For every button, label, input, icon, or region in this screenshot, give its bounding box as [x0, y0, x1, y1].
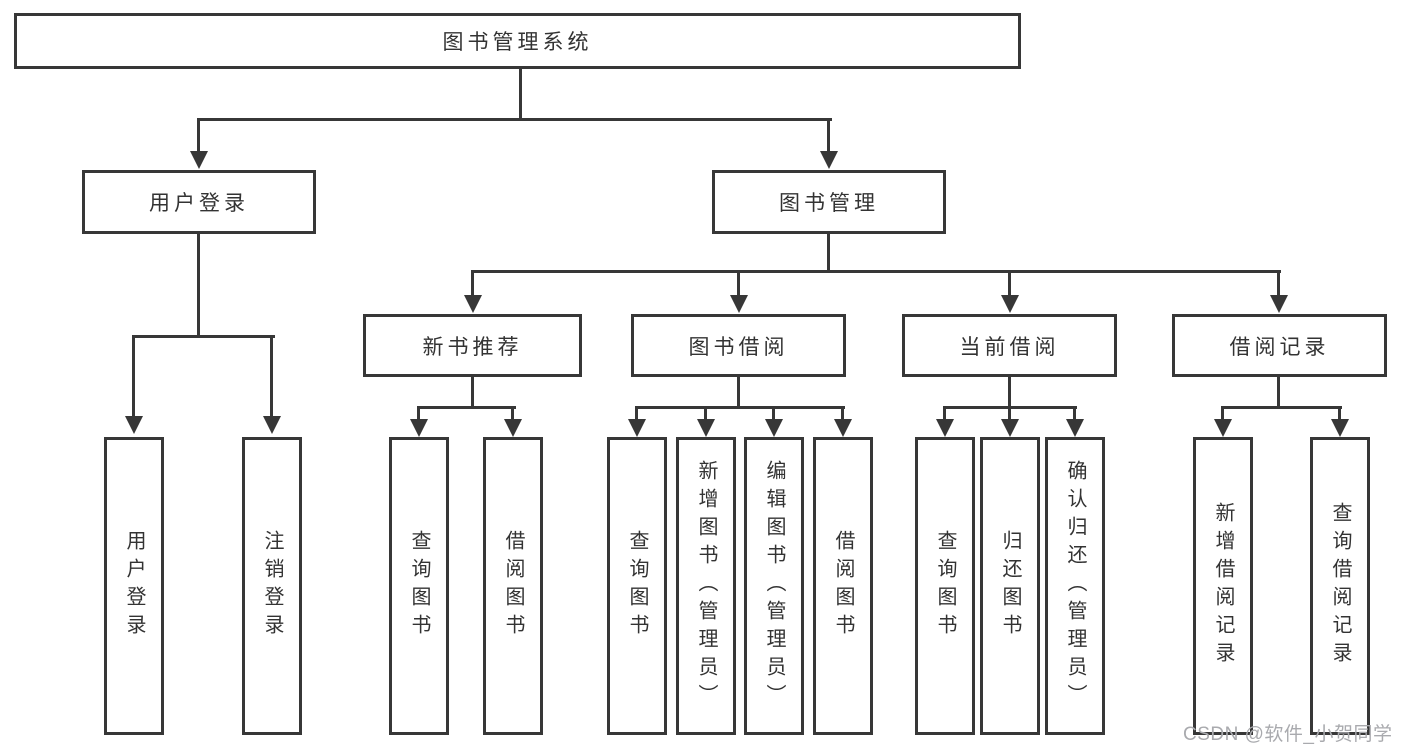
connector-line [197, 118, 200, 155]
connector-line [1073, 406, 1076, 422]
connector-line [841, 406, 844, 422]
arrowhead-icon [697, 419, 715, 437]
leaf-label: 查询图书 [626, 530, 648, 642]
leaf-label: 注销登录 [261, 530, 283, 642]
arrowhead-icon [628, 419, 646, 437]
connector-line [132, 335, 275, 338]
node-library-management-system: 图书管理系统 [14, 13, 1021, 69]
connector-line [1008, 377, 1011, 409]
connector-line [1221, 406, 1342, 409]
leaf-label: 查询图书 [408, 530, 430, 642]
connector-line [1338, 406, 1341, 422]
node-label: 新书推荐 [422, 335, 523, 359]
leaf-edit-book-admin: 编辑图书（管理员） [744, 437, 804, 735]
connector-line [1277, 270, 1280, 297]
leaf-user-login: 用户登录 [104, 437, 164, 735]
leaf-label: 新增借阅记录 [1212, 502, 1234, 670]
connector-line [635, 406, 845, 409]
connector-line [471, 270, 474, 297]
arrowhead-icon [464, 295, 482, 313]
connector-line [197, 118, 832, 121]
connector-line [943, 406, 946, 422]
node-label: 借阅记录 [1229, 335, 1330, 359]
connector-line [635, 406, 638, 422]
leaf-query-books-current: 查询图书 [915, 437, 975, 735]
arrowhead-icon [263, 416, 281, 434]
arrowhead-icon [410, 419, 428, 437]
connector-line [417, 406, 516, 409]
arrowhead-icon [765, 419, 783, 437]
leaf-label: 编辑图书（管理员） [763, 460, 785, 712]
leaf-add-book-admin: 新增图书（管理员） [676, 437, 736, 735]
arrowhead-icon [1066, 419, 1084, 437]
connector-line [132, 335, 135, 419]
arrowhead-icon [1331, 419, 1349, 437]
leaf-label: 查询借阅记录 [1329, 502, 1351, 670]
leaf-add-borrow-record: 新增借阅记录 [1193, 437, 1253, 735]
connector-line [827, 233, 830, 273]
leaf-logout: 注销登录 [242, 437, 302, 735]
connector-line [772, 406, 775, 422]
connector-line [197, 233, 200, 338]
connector-line [1221, 406, 1224, 422]
node-current-borrowing: 当前借阅 [902, 314, 1117, 377]
arrowhead-icon [1214, 419, 1232, 437]
connector-line [471, 377, 474, 409]
leaf-label: 确认归还（管理员） [1064, 460, 1086, 712]
connector-line [1277, 377, 1280, 409]
node-user-login: 用户登录 [82, 170, 316, 234]
leaf-label: 新增图书（管理员） [695, 460, 717, 712]
arrowhead-icon [820, 151, 838, 169]
arrowhead-icon [834, 419, 852, 437]
arrowhead-icon [936, 419, 954, 437]
connector-line [1008, 270, 1011, 297]
node-book-management: 图书管理 [712, 170, 946, 234]
arrowhead-icon [730, 295, 748, 313]
leaf-borrow-books-recommend: 借阅图书 [483, 437, 543, 735]
connector-line [827, 118, 830, 155]
arrowhead-icon [1001, 419, 1019, 437]
connector-line [737, 377, 740, 409]
node-label: 图书管理 [779, 192, 879, 215]
arrowhead-icon [190, 151, 208, 169]
leaf-label: 借阅图书 [502, 530, 524, 642]
node-new-book-recommendation: 新书推荐 [363, 314, 582, 377]
leaf-confirm-return-admin: 确认归还（管理员） [1045, 437, 1105, 735]
leaf-borrow-books-borrowing: 借阅图书 [813, 437, 873, 735]
leaf-label: 查询图书 [934, 530, 956, 642]
leaf-return-books: 归还图书 [980, 437, 1040, 735]
csdn-watermark: CSDN @软件_小贺同学 [1183, 724, 1393, 745]
connector-line [704, 406, 707, 422]
connector-line [519, 68, 522, 120]
node-label: 图书借阅 [688, 335, 789, 359]
leaf-label: 归还图书 [999, 530, 1021, 642]
leaf-query-books-recommend: 查询图书 [389, 437, 449, 735]
node-book-borrowing: 图书借阅 [631, 314, 846, 377]
node-label: 用户登录 [149, 192, 249, 215]
arrowhead-icon [1270, 295, 1288, 313]
connector-line [471, 270, 1281, 273]
leaf-label: 借阅图书 [832, 530, 854, 642]
connector-line [1008, 406, 1011, 422]
connector-line [737, 270, 740, 297]
arrowhead-icon [504, 419, 522, 437]
connector-line [270, 335, 273, 419]
arrowhead-icon [125, 416, 143, 434]
leaf-query-books-borrowing: 查询图书 [607, 437, 667, 735]
node-borrowing-records: 借阅记录 [1172, 314, 1387, 377]
connector-line [417, 406, 420, 422]
node-label: 图书管理系统 [442, 31, 593, 54]
leaf-label: 用户登录 [123, 530, 145, 642]
leaf-query-borrow-record: 查询借阅记录 [1310, 437, 1370, 735]
arrowhead-icon [1001, 295, 1019, 313]
node-label: 当前借阅 [959, 335, 1060, 359]
connector-line [511, 406, 514, 422]
